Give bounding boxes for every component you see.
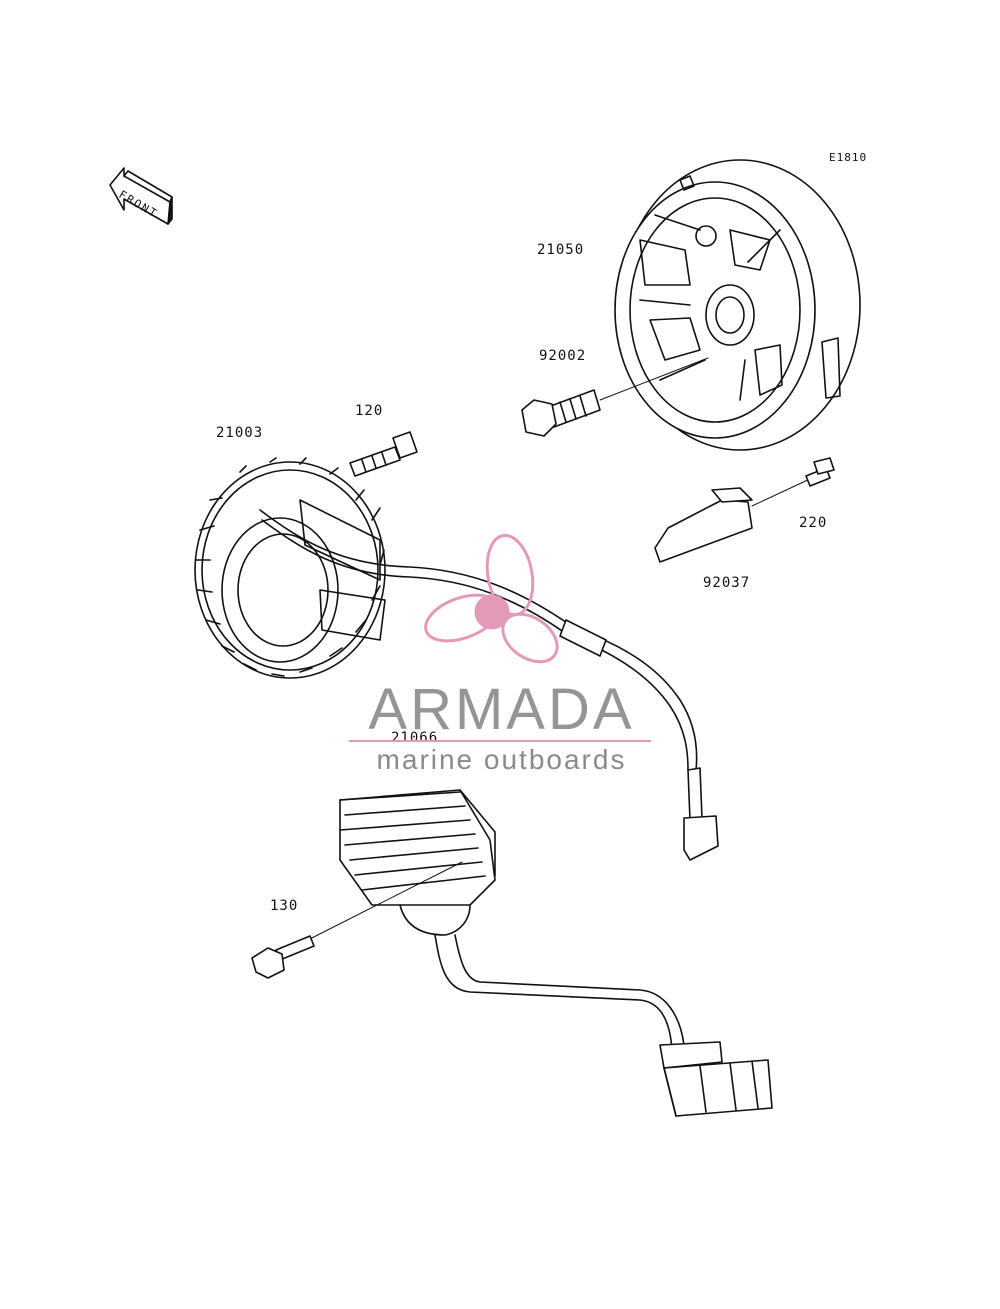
bracket-drawing [654,477,813,563]
regulator-drawing [299,789,773,1117]
stator-drawing [194,457,386,679]
stator-screw-drawing [349,431,418,477]
stator-wire-drawing [259,509,719,861]
armada-logo-icon [424,533,559,664]
watermark-tagline: marine outboards [376,744,627,775]
diagram-code: E1810 [829,151,868,164]
part-label-bracket-bolt: 220 [799,515,828,531]
part-label-stator: 21003 [216,425,264,441]
bracket-bolt-drawing [805,457,835,487]
flywheel-drawing [614,159,861,451]
regulator-bolt-drawing [251,935,315,979]
part-label-flywheel-bolt: 92002 [539,348,587,364]
part-label-regulator: 21066 [391,730,439,746]
front-arrow-icon [109,167,173,225]
part-label-bracket: 92037 [703,575,751,591]
part-label-regulator-bolt: 130 [270,898,299,914]
part-label-flywheel: 21050 [537,242,585,258]
part-label-stator-screw: 120 [355,403,384,419]
flywheel-bolt-drawing [521,357,709,437]
watermark-divider [349,740,651,742]
watermark-name: ARMADA [368,677,635,742]
